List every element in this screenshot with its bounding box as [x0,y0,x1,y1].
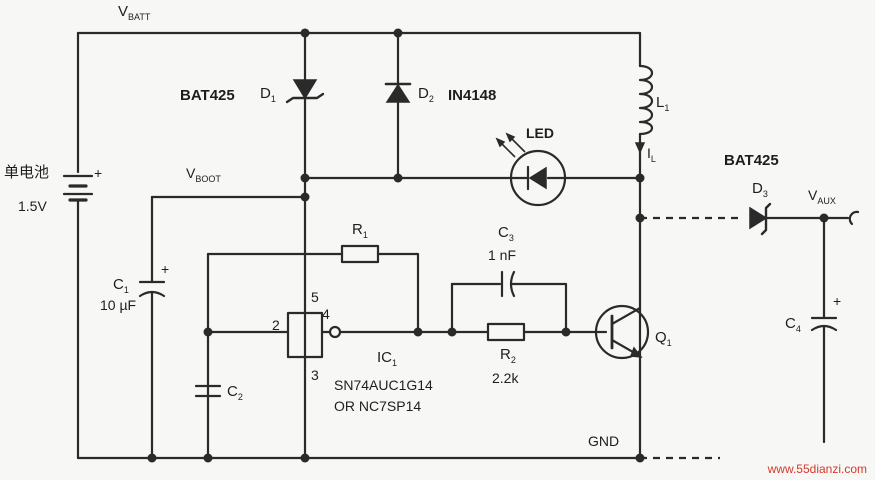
junction-dots [147,28,829,463]
d2-diode [384,82,412,103]
d2-model: IN4148 [448,87,497,104]
ic1-body [286,311,324,359]
watermark: www.55dianzi.com [767,462,867,476]
l1-coil [638,64,654,136]
vaux-terminal [848,210,860,226]
il-label: IL [647,145,656,164]
ic1-pin3: 3 [311,367,319,383]
battery-plus: + [94,165,103,181]
r1-resistor [340,244,380,264]
d1-label: D1 [260,85,276,104]
vbatt-label: VBATT [118,3,151,22]
il-arrow [634,142,646,154]
led-label: LED [526,125,554,141]
ic1-part-2: OR NC7SP14 [334,398,422,414]
d1-model: BAT425 [180,87,235,104]
d3-label: D3 [752,180,768,199]
d3-model: BAT425 [724,152,779,169]
c2-capacitor [194,384,222,398]
l1-label: L1 [656,94,670,113]
ic1-pin2: 2 [272,317,280,333]
ic1-label: IC1 [377,349,398,368]
gnd-label: GND [588,433,620,449]
ic1-pin4: 4 [322,306,330,322]
c1-plus: + [161,261,170,277]
c2-label: C2 [227,383,243,402]
d2-label: D2 [418,85,434,104]
vaux-label: VAUX [808,187,836,206]
ic1-inverter-bubble [328,325,342,339]
c4-label: C4 [785,315,801,334]
ic1-pin5: 5 [311,289,319,305]
battery-label: 单电池 [4,163,50,181]
c3-label: C3 [498,224,514,243]
battery-voltage: 1.5V [18,198,47,214]
c3-wire-right [510,282,568,334]
vboot-label: VBOOT [186,165,221,184]
r1-label: R1 [352,221,368,240]
r2-value: 2.2k [492,370,519,386]
r1-wire-right [376,252,420,334]
battery-symbol [62,174,94,202]
led-symbol [495,132,568,207]
q1-transistor [594,304,650,360]
ic1-part-1: SN74AUC1G14 [334,377,433,393]
r2-resistor [486,322,526,342]
c4-plus: + [833,293,842,309]
q1-label: Q1 [655,329,672,348]
r2-label: R2 [500,346,516,365]
c1-value: 10 µF [100,297,137,313]
c3-value: 1 nF [488,247,517,263]
c1-label: C1 [113,276,129,295]
